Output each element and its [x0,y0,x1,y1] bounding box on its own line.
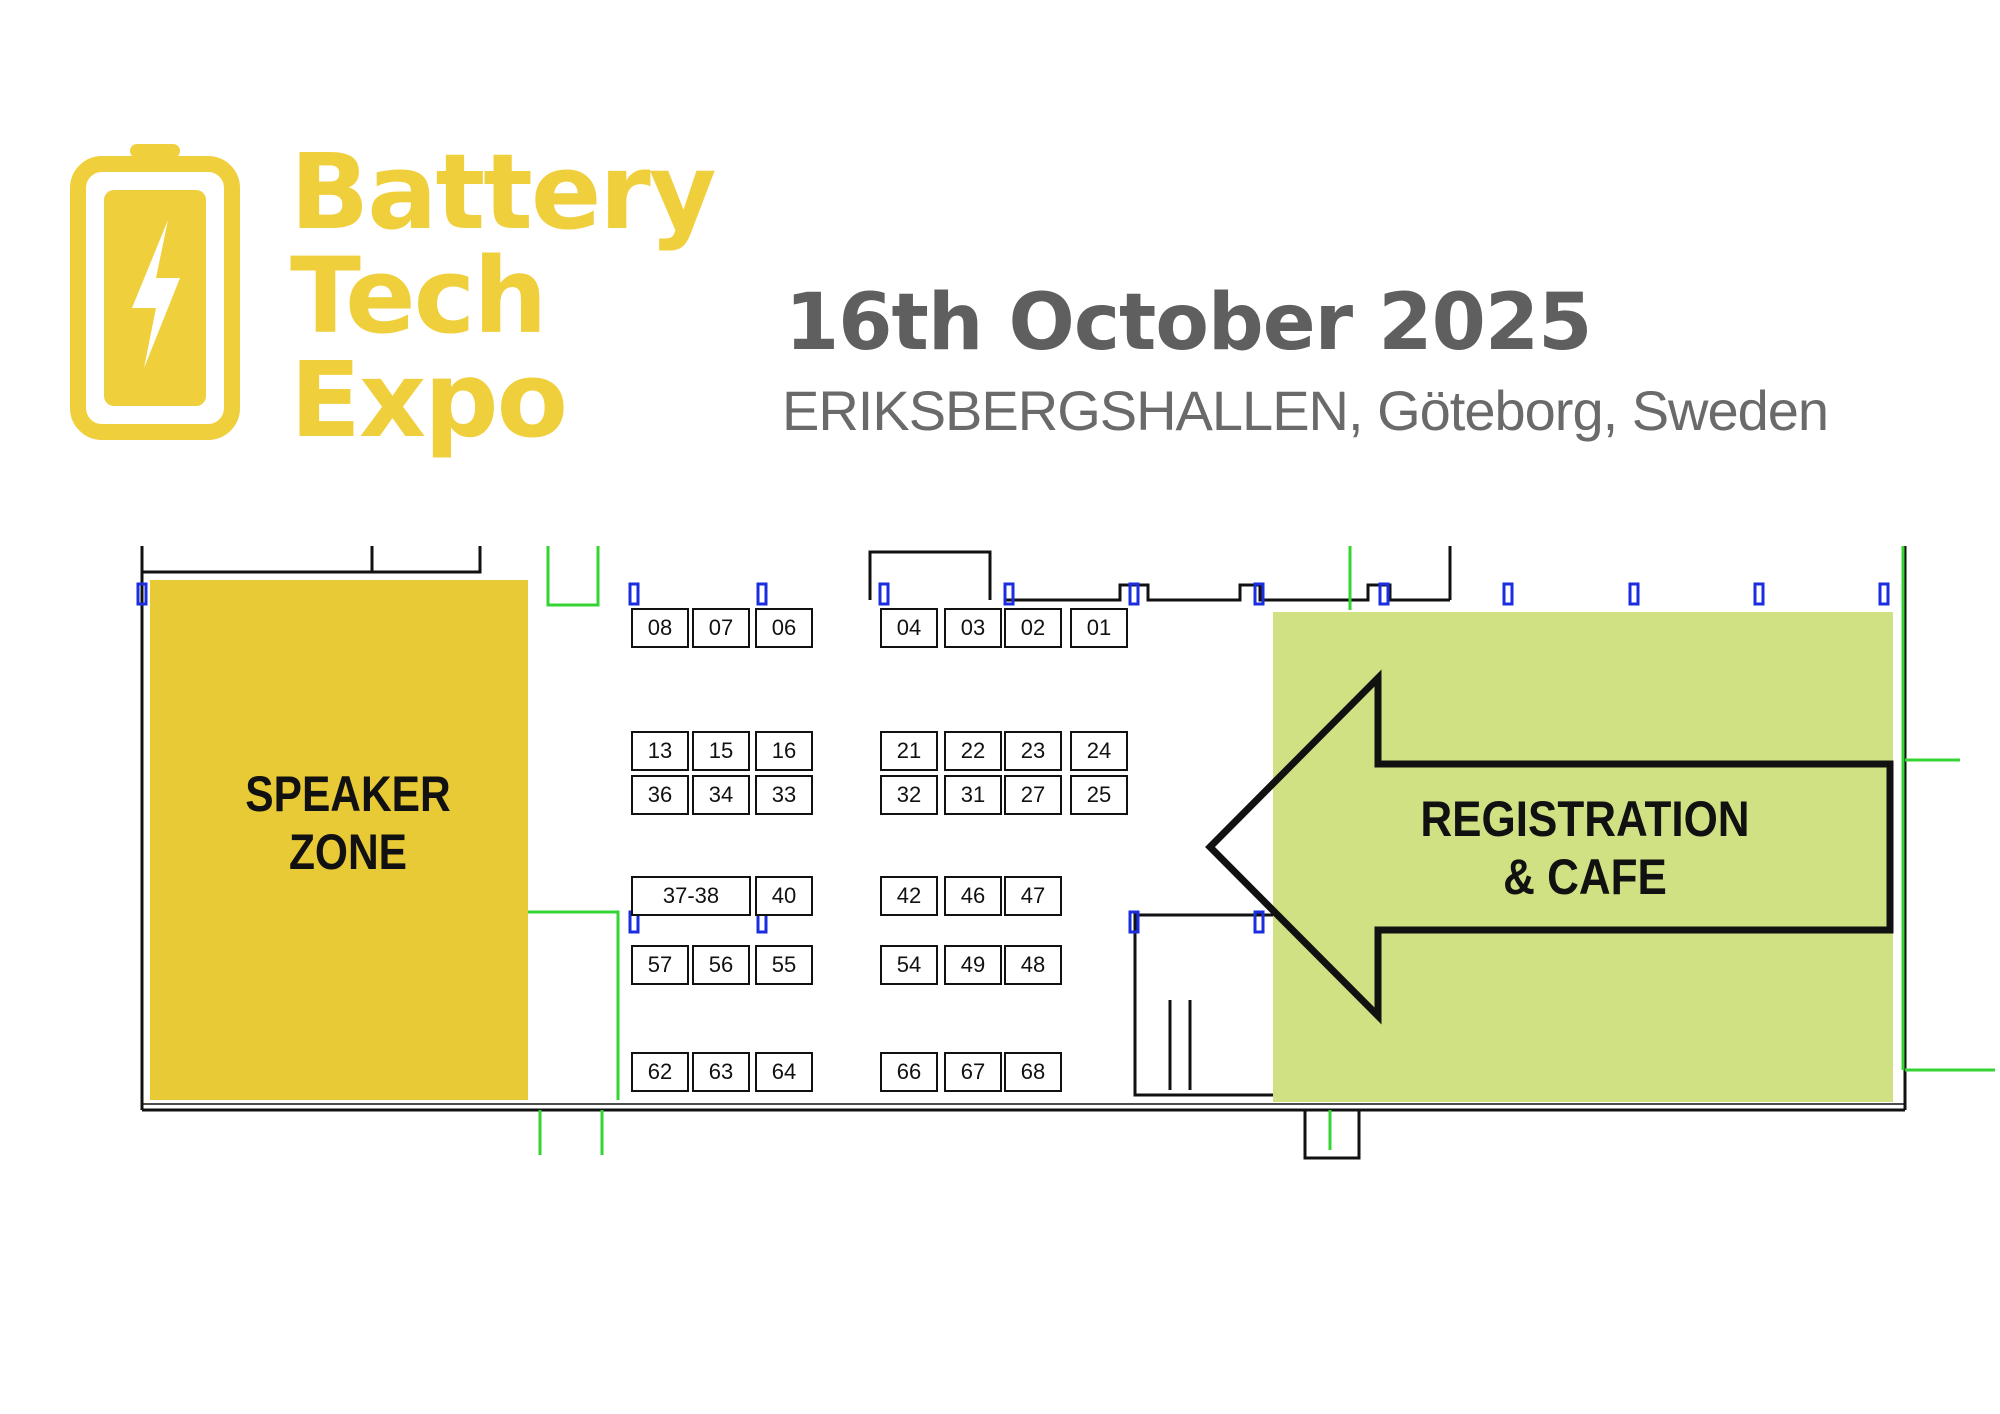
booth[interactable]: 02 [1004,608,1062,648]
booth[interactable]: 49 [944,945,1002,985]
booth[interactable]: 07 [692,608,750,648]
exit-markers [528,546,1995,1155]
booth[interactable]: 56 [692,945,750,985]
booth[interactable]: 48 [1004,945,1062,985]
event-venue: ERIKSBERGSHALLEN, Göteborg, Sweden [782,379,1829,442]
booth[interactable]: 08 [631,608,689,648]
booth[interactable]: 21 [880,731,938,771]
booth[interactable]: 62 [631,1052,689,1092]
booth[interactable]: 42 [880,876,938,916]
speaker-zone [150,580,528,1100]
booth[interactable]: 54 [880,945,938,985]
booth[interactable]: 37-38 [631,876,751,916]
booth[interactable]: 24 [1070,731,1128,771]
speaker-zone-label: SPEAKER ZONE [245,766,451,880]
booth[interactable]: 32 [880,775,938,815]
booth[interactable]: 55 [755,945,813,985]
booth[interactable]: 13 [631,731,689,771]
booth[interactable]: 57 [631,945,689,985]
booth[interactable]: 23 [1004,731,1062,771]
logo-word-battery: Battery [290,131,716,253]
booth[interactable]: 16 [755,731,813,771]
booth[interactable]: 22 [944,731,1002,771]
booth[interactable]: 15 [692,731,750,771]
booth[interactable]: 63 [692,1052,750,1092]
booth[interactable]: 31 [944,775,1002,815]
arrow-left-icon [1205,669,1894,1025]
booth[interactable]: 04 [880,608,938,648]
booth[interactable]: 33 [755,775,813,815]
logo-word-tech: Tech [290,235,547,357]
booth[interactable]: 47 [1004,876,1062,916]
booth[interactable]: 40 [755,876,813,916]
pillars [136,582,1890,934]
booth[interactable]: 67 [944,1052,1002,1092]
booth[interactable]: 64 [755,1052,813,1092]
booth[interactable]: 27 [1004,775,1062,815]
booth[interactable]: 46 [944,876,1002,916]
booth[interactable]: 25 [1070,775,1128,815]
booth[interactable]: 03 [944,608,1002,648]
battery-bolt-icon [70,144,240,440]
booth[interactable]: 66 [880,1052,938,1092]
booth[interactable]: 36 [631,775,689,815]
booth[interactable]: 68 [1004,1052,1062,1092]
registration-zone-label: REGISTRATION & CAFE [1420,791,1750,905]
event-date: 16th October 2025 [785,278,1592,368]
booth[interactable]: 01 [1070,608,1128,648]
booth[interactable]: 34 [692,775,750,815]
logo-word-expo: Expo [290,339,568,461]
hall-walls [140,546,1907,1160]
booth[interactable]: 06 [755,608,813,648]
